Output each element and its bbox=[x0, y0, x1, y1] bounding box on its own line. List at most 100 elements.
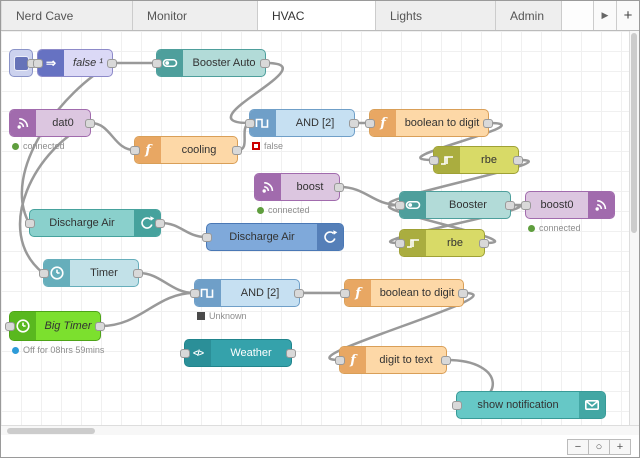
input-port[interactable] bbox=[521, 201, 531, 210]
zoom-reset-button[interactable]: ○ bbox=[588, 439, 610, 455]
input-port[interactable] bbox=[130, 146, 140, 155]
add-flow-button[interactable]: + bbox=[616, 1, 639, 30]
node-timer[interactable]: Timer bbox=[39, 259, 143, 287]
output-port[interactable] bbox=[260, 59, 270, 68]
node-boost[interactable]: boost connected bbox=[254, 173, 344, 215]
footer-bar: − ○ + bbox=[1, 435, 639, 457]
node-label: Discharge Air bbox=[49, 217, 115, 229]
node-label: boost0 bbox=[540, 199, 574, 211]
node-status: Off for 08hrs 59mins bbox=[12, 345, 104, 355]
output-port[interactable] bbox=[513, 156, 523, 165]
node-label: boost bbox=[296, 181, 324, 193]
node-discharge-air-1[interactable]: Discharge Air bbox=[25, 209, 165, 237]
horizontal-scrollbar[interactable] bbox=[1, 425, 639, 435]
input-port[interactable] bbox=[365, 119, 375, 128]
node-label: Timer bbox=[90, 267, 118, 279]
output-port[interactable] bbox=[95, 322, 105, 331]
tab-monitor[interactable]: Monitor bbox=[133, 1, 258, 30]
node-status: false bbox=[252, 141, 283, 151]
node-cooling[interactable]: f cooling bbox=[130, 136, 242, 164]
node-boolean-to-digit-1[interactable]: f boolean to digit bbox=[365, 109, 493, 137]
workspace-tabbar: Nerd Cave Monitor HVAC Lights Admin ▶ + bbox=[1, 1, 639, 31]
node-digit-to-text[interactable]: f digit to text bbox=[335, 346, 451, 374]
input-port[interactable] bbox=[180, 349, 190, 358]
node-show-notification[interactable]: show notification bbox=[452, 391, 606, 419]
output-port[interactable] bbox=[294, 289, 304, 298]
toggle-icon bbox=[400, 192, 426, 218]
node-inject-button[interactable] bbox=[9, 49, 37, 77]
tab-label: Admin bbox=[510, 8, 545, 23]
zoom-out-button[interactable]: − bbox=[567, 439, 589, 455]
output-port[interactable] bbox=[505, 201, 515, 210]
output-port[interactable] bbox=[107, 59, 117, 68]
tabbar-spacer bbox=[562, 1, 593, 30]
tab-admin[interactable]: Admin bbox=[496, 1, 562, 30]
status-error-square bbox=[252, 142, 260, 150]
input-port[interactable] bbox=[5, 322, 15, 331]
function-icon: f bbox=[340, 347, 366, 373]
output-port[interactable] bbox=[349, 119, 359, 128]
vertical-scrollbar[interactable] bbox=[629, 31, 639, 425]
node-dat0[interactable]: dat0 connected bbox=[9, 109, 95, 151]
node-status: connected bbox=[257, 205, 310, 215]
input-port[interactable] bbox=[39, 269, 49, 278]
node-label: dat0 bbox=[52, 117, 74, 129]
wire bbox=[388, 203, 522, 245]
tab-scroll-right-button[interactable]: ▶ bbox=[593, 1, 616, 30]
node-rbe-1[interactable]: rbe bbox=[429, 146, 523, 174]
input-port[interactable] bbox=[190, 289, 200, 298]
node-boolean-to-digit-2[interactable]: f boolean to digit bbox=[340, 279, 468, 307]
node-big-timer[interactable]: Big Timer Off for 08hrs 59mins bbox=[5, 311, 105, 355]
node-discharge-air-2[interactable]: Discharge Air bbox=[202, 223, 344, 251]
tab-nerd-cave[interactable]: Nerd Cave bbox=[1, 1, 133, 30]
input-port[interactable] bbox=[429, 156, 439, 165]
input-port[interactable] bbox=[202, 233, 212, 242]
tab-label: Monitor bbox=[147, 8, 188, 23]
node-and-2[interactable]: AND [2] Unknown bbox=[190, 279, 304, 321]
flow-canvas[interactable]: ⇒ false ¹ Booster Auto dat0 connected f bbox=[1, 31, 631, 425]
node-label: boolean to digit bbox=[404, 117, 480, 129]
output-port[interactable] bbox=[155, 219, 165, 228]
input-port[interactable] bbox=[395, 201, 405, 210]
node-boost0[interactable]: boost0 connected bbox=[521, 191, 615, 233]
node-rbe-2[interactable]: rbe bbox=[395, 229, 489, 257]
node-label: boolean to digit bbox=[379, 287, 455, 299]
horizontal-scrollbar-thumb[interactable] bbox=[7, 428, 95, 434]
status-connected-dot bbox=[528, 224, 535, 232]
output-port[interactable] bbox=[133, 269, 143, 278]
input-port[interactable] bbox=[335, 356, 345, 365]
output-port[interactable] bbox=[286, 349, 296, 358]
input-port[interactable] bbox=[25, 219, 35, 228]
input-port[interactable] bbox=[152, 59, 162, 68]
zoom-in-button[interactable]: + bbox=[609, 439, 631, 455]
output-port[interactable] bbox=[85, 119, 95, 128]
input-port[interactable] bbox=[245, 119, 255, 128]
node-switch-false[interactable]: ⇒ false ¹ bbox=[33, 49, 117, 77]
output-port[interactable] bbox=[232, 146, 242, 155]
output-port[interactable] bbox=[483, 119, 493, 128]
node-and-1[interactable]: AND [2] false bbox=[245, 109, 359, 151]
input-port[interactable] bbox=[33, 59, 43, 68]
node-label: Big Timer bbox=[44, 320, 92, 332]
output-port[interactable] bbox=[441, 356, 451, 365]
tab-lights[interactable]: Lights bbox=[376, 1, 496, 30]
vertical-scrollbar-thumb[interactable] bbox=[631, 33, 637, 233]
plus-icon: + bbox=[623, 7, 633, 24]
input-port[interactable] bbox=[452, 401, 462, 410]
input-port[interactable] bbox=[340, 289, 350, 298]
wire bbox=[159, 221, 208, 239]
node-booster-auto[interactable]: Booster Auto bbox=[152, 49, 270, 77]
tab-label: Lights bbox=[390, 8, 423, 23]
tab-hvac[interactable]: HVAC bbox=[258, 1, 376, 30]
output-port[interactable] bbox=[458, 289, 468, 298]
output-port[interactable] bbox=[479, 239, 489, 248]
node-booster[interactable]: Booster bbox=[395, 191, 515, 219]
node-weather[interactable]: </> Weather bbox=[180, 339, 296, 367]
chevron-right-icon: ▶ bbox=[601, 10, 609, 20]
node-label: rbe bbox=[481, 154, 497, 166]
wire bbox=[99, 291, 196, 328]
status-connected-dot bbox=[12, 142, 19, 150]
output-port[interactable] bbox=[334, 183, 344, 192]
input-port[interactable] bbox=[395, 239, 405, 248]
